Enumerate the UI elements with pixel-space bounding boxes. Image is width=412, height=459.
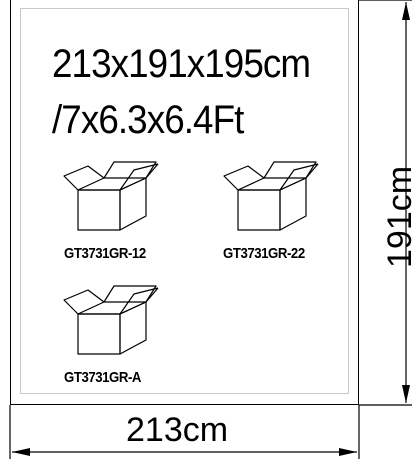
carton-box-icon — [218, 156, 328, 236]
outer-outline — [10, 0, 359, 405]
inner-outline — [20, 8, 349, 394]
carton-label-3: GT3731GR-A — [64, 369, 142, 386]
carton-label-1: GT3731GR-12 — [64, 245, 146, 262]
carton-box-icon — [58, 156, 168, 236]
width-arrow-right — [339, 448, 357, 456]
width-dimension-label: 213cm — [126, 411, 229, 449]
width-arrow-left — [12, 448, 30, 456]
size-ft-text: /7x6.3x6.4Ft — [52, 98, 244, 142]
box-icon — [223, 161, 319, 231]
carton-box-icon — [58, 280, 168, 360]
box-icon — [63, 161, 159, 231]
carton-label-2: GT3731GR-22 — [223, 245, 305, 262]
box-icon — [63, 285, 159, 355]
size-cm-text: 213x191x195cm — [52, 42, 311, 86]
height-arrow-top — [402, 2, 410, 20]
height-dimension-label: 191cm — [381, 165, 412, 268]
height-arrow-bottom — [402, 385, 410, 403]
